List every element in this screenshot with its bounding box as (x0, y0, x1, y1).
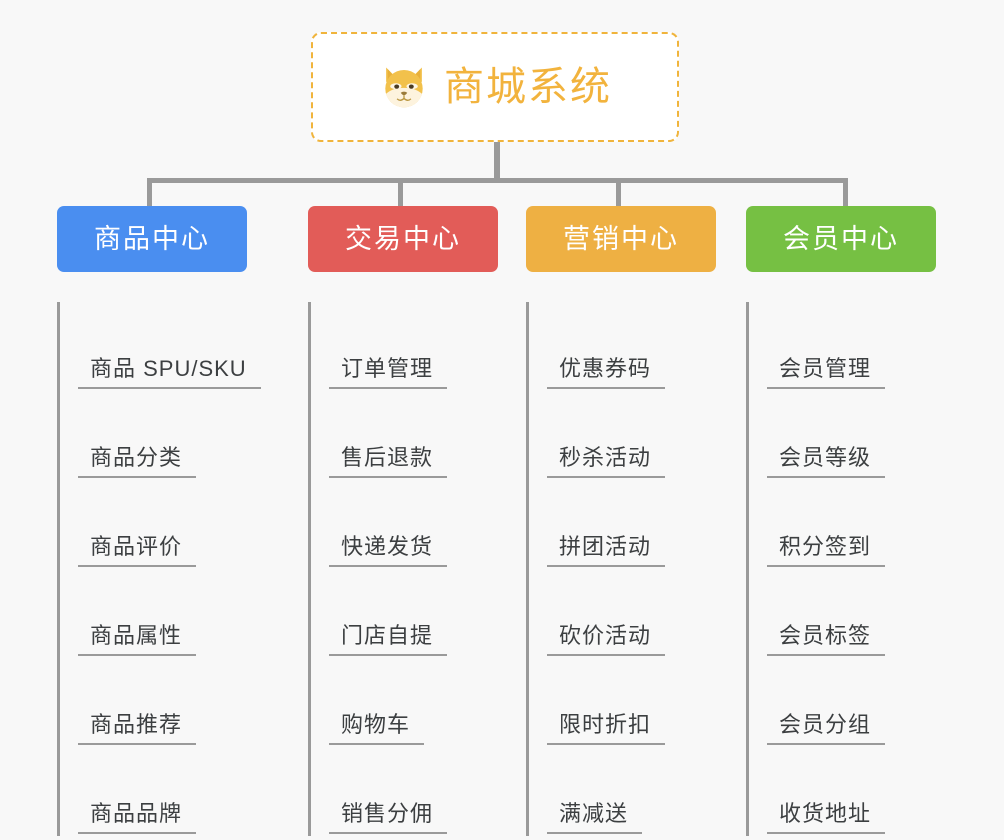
leaf-label: 砍价活动 (547, 623, 666, 656)
connector-drop-trade-center (398, 178, 403, 206)
leaf-label: 商品 SPU/SKU (78, 356, 261, 389)
root-node[interactable]: 商城系统 (311, 32, 679, 142)
list-item[interactable]: 商品评价 (78, 480, 247, 569)
category-label-product-center: 商品中心 (94, 223, 210, 254)
connector-drop-product-center (147, 178, 152, 206)
leaf-stack-trade-center: 订单管理 售后退款 快递发货 门店自提 购物车 销售分佣 (308, 302, 498, 836)
list-item[interactable]: 满减送 (547, 747, 716, 836)
list-item[interactable]: 秒杀活动 (547, 391, 716, 480)
branch-marketing-center: 营销中心 优惠券码 秒杀活动 拼团活动 砍价活动 限时折扣 满减送 (526, 206, 716, 836)
list-item[interactable]: 积分签到 (767, 480, 936, 569)
branch-trade-center: 交易中心 订单管理 售后退款 快递发货 门店自提 购物车 销售分佣 (308, 206, 498, 836)
leaf-stack-marketing-center: 优惠券码 秒杀活动 拼团活动 砍价活动 限时折扣 满减送 (526, 302, 716, 836)
category-box-product-center[interactable]: 商品中心 (57, 206, 247, 272)
leaf-label: 订单管理 (329, 356, 448, 389)
shiba-dog-icon (385, 67, 423, 108)
branch-member-center: 会员中心 会员管理 会员等级 积分签到 会员标签 会员分组 收货地址 (746, 206, 936, 836)
leaf-label: 销售分佣 (329, 801, 448, 834)
list-item[interactable]: 会员管理 (767, 302, 936, 391)
leaf-stack-member-center: 会员管理 会员等级 积分签到 会员标签 会员分组 收货地址 (746, 302, 936, 836)
connector-trunk (494, 142, 500, 181)
connector-drop-member-center (843, 178, 848, 206)
branch-product-center: 商品中心 商品 SPU/SKU 商品分类 商品评价 商品属性 商品推荐 商品品牌 (57, 206, 261, 836)
leaf-label: 快递发货 (329, 534, 448, 567)
category-label-marketing-center: 营销中心 (563, 223, 679, 254)
leaf-label: 限时折扣 (547, 712, 666, 745)
category-label-trade-center: 交易中心 (345, 223, 461, 254)
leaf-label: 商品评价 (78, 534, 197, 567)
leaf-label: 秒杀活动 (547, 445, 666, 478)
list-item[interactable]: 会员分组 (767, 658, 936, 747)
leaf-label: 门店自提 (329, 623, 448, 656)
root-title: 商城系统 (444, 65, 612, 109)
list-item[interactable]: 优惠券码 (547, 302, 716, 391)
leaf-label: 售后退款 (329, 445, 448, 478)
category-box-marketing-center[interactable]: 营销中心 (526, 206, 716, 272)
list-item[interactable]: 商品品牌 (78, 747, 247, 836)
list-item[interactable]: 售后退款 (329, 391, 498, 480)
list-item[interactable]: 商品属性 (78, 569, 247, 658)
leaf-stack-product-center: 商品 SPU/SKU 商品分类 商品评价 商品属性 商品推荐 商品品牌 (57, 302, 261, 836)
connector-bus (147, 178, 848, 183)
leaf-label: 商品属性 (78, 623, 197, 656)
list-item[interactable]: 收货地址 (767, 747, 936, 836)
leaf-label: 会员标签 (767, 623, 886, 656)
list-item[interactable]: 销售分佣 (329, 747, 498, 836)
list-item[interactable]: 快递发货 (329, 480, 498, 569)
list-item[interactable]: 订单管理 (329, 302, 498, 391)
leaf-label: 会员等级 (767, 445, 886, 478)
category-label-member-center: 会员中心 (783, 223, 899, 254)
list-item[interactable]: 砍价活动 (547, 569, 716, 658)
category-box-member-center[interactable]: 会员中心 (746, 206, 936, 272)
leaf-label: 收货地址 (767, 801, 886, 834)
leaf-label: 会员管理 (767, 356, 886, 389)
list-item[interactable]: 商品分类 (78, 391, 247, 480)
list-item[interactable]: 拼团活动 (547, 480, 716, 569)
leaf-label: 拼团活动 (547, 534, 666, 567)
list-item[interactable]: 购物车 (329, 658, 498, 747)
list-item[interactable]: 限时折扣 (547, 658, 716, 747)
list-item[interactable]: 会员等级 (767, 391, 936, 480)
list-item[interactable]: 会员标签 (767, 569, 936, 658)
connector-drop-marketing-center (616, 178, 621, 206)
leaf-label: 商品分类 (78, 445, 197, 478)
list-item[interactable]: 商品 SPU/SKU (78, 302, 261, 391)
leaf-label: 满减送 (547, 801, 643, 834)
leaf-label: 购物车 (329, 712, 425, 745)
leaf-label: 积分签到 (767, 534, 886, 567)
leaf-label: 优惠券码 (547, 356, 666, 389)
leaf-label: 商品品牌 (78, 801, 197, 834)
list-item[interactable]: 商品推荐 (78, 658, 247, 747)
list-item[interactable]: 门店自提 (329, 569, 498, 658)
leaf-label: 会员分组 (767, 712, 886, 745)
category-box-trade-center[interactable]: 交易中心 (308, 206, 498, 272)
leaf-label: 商品推荐 (78, 712, 197, 745)
